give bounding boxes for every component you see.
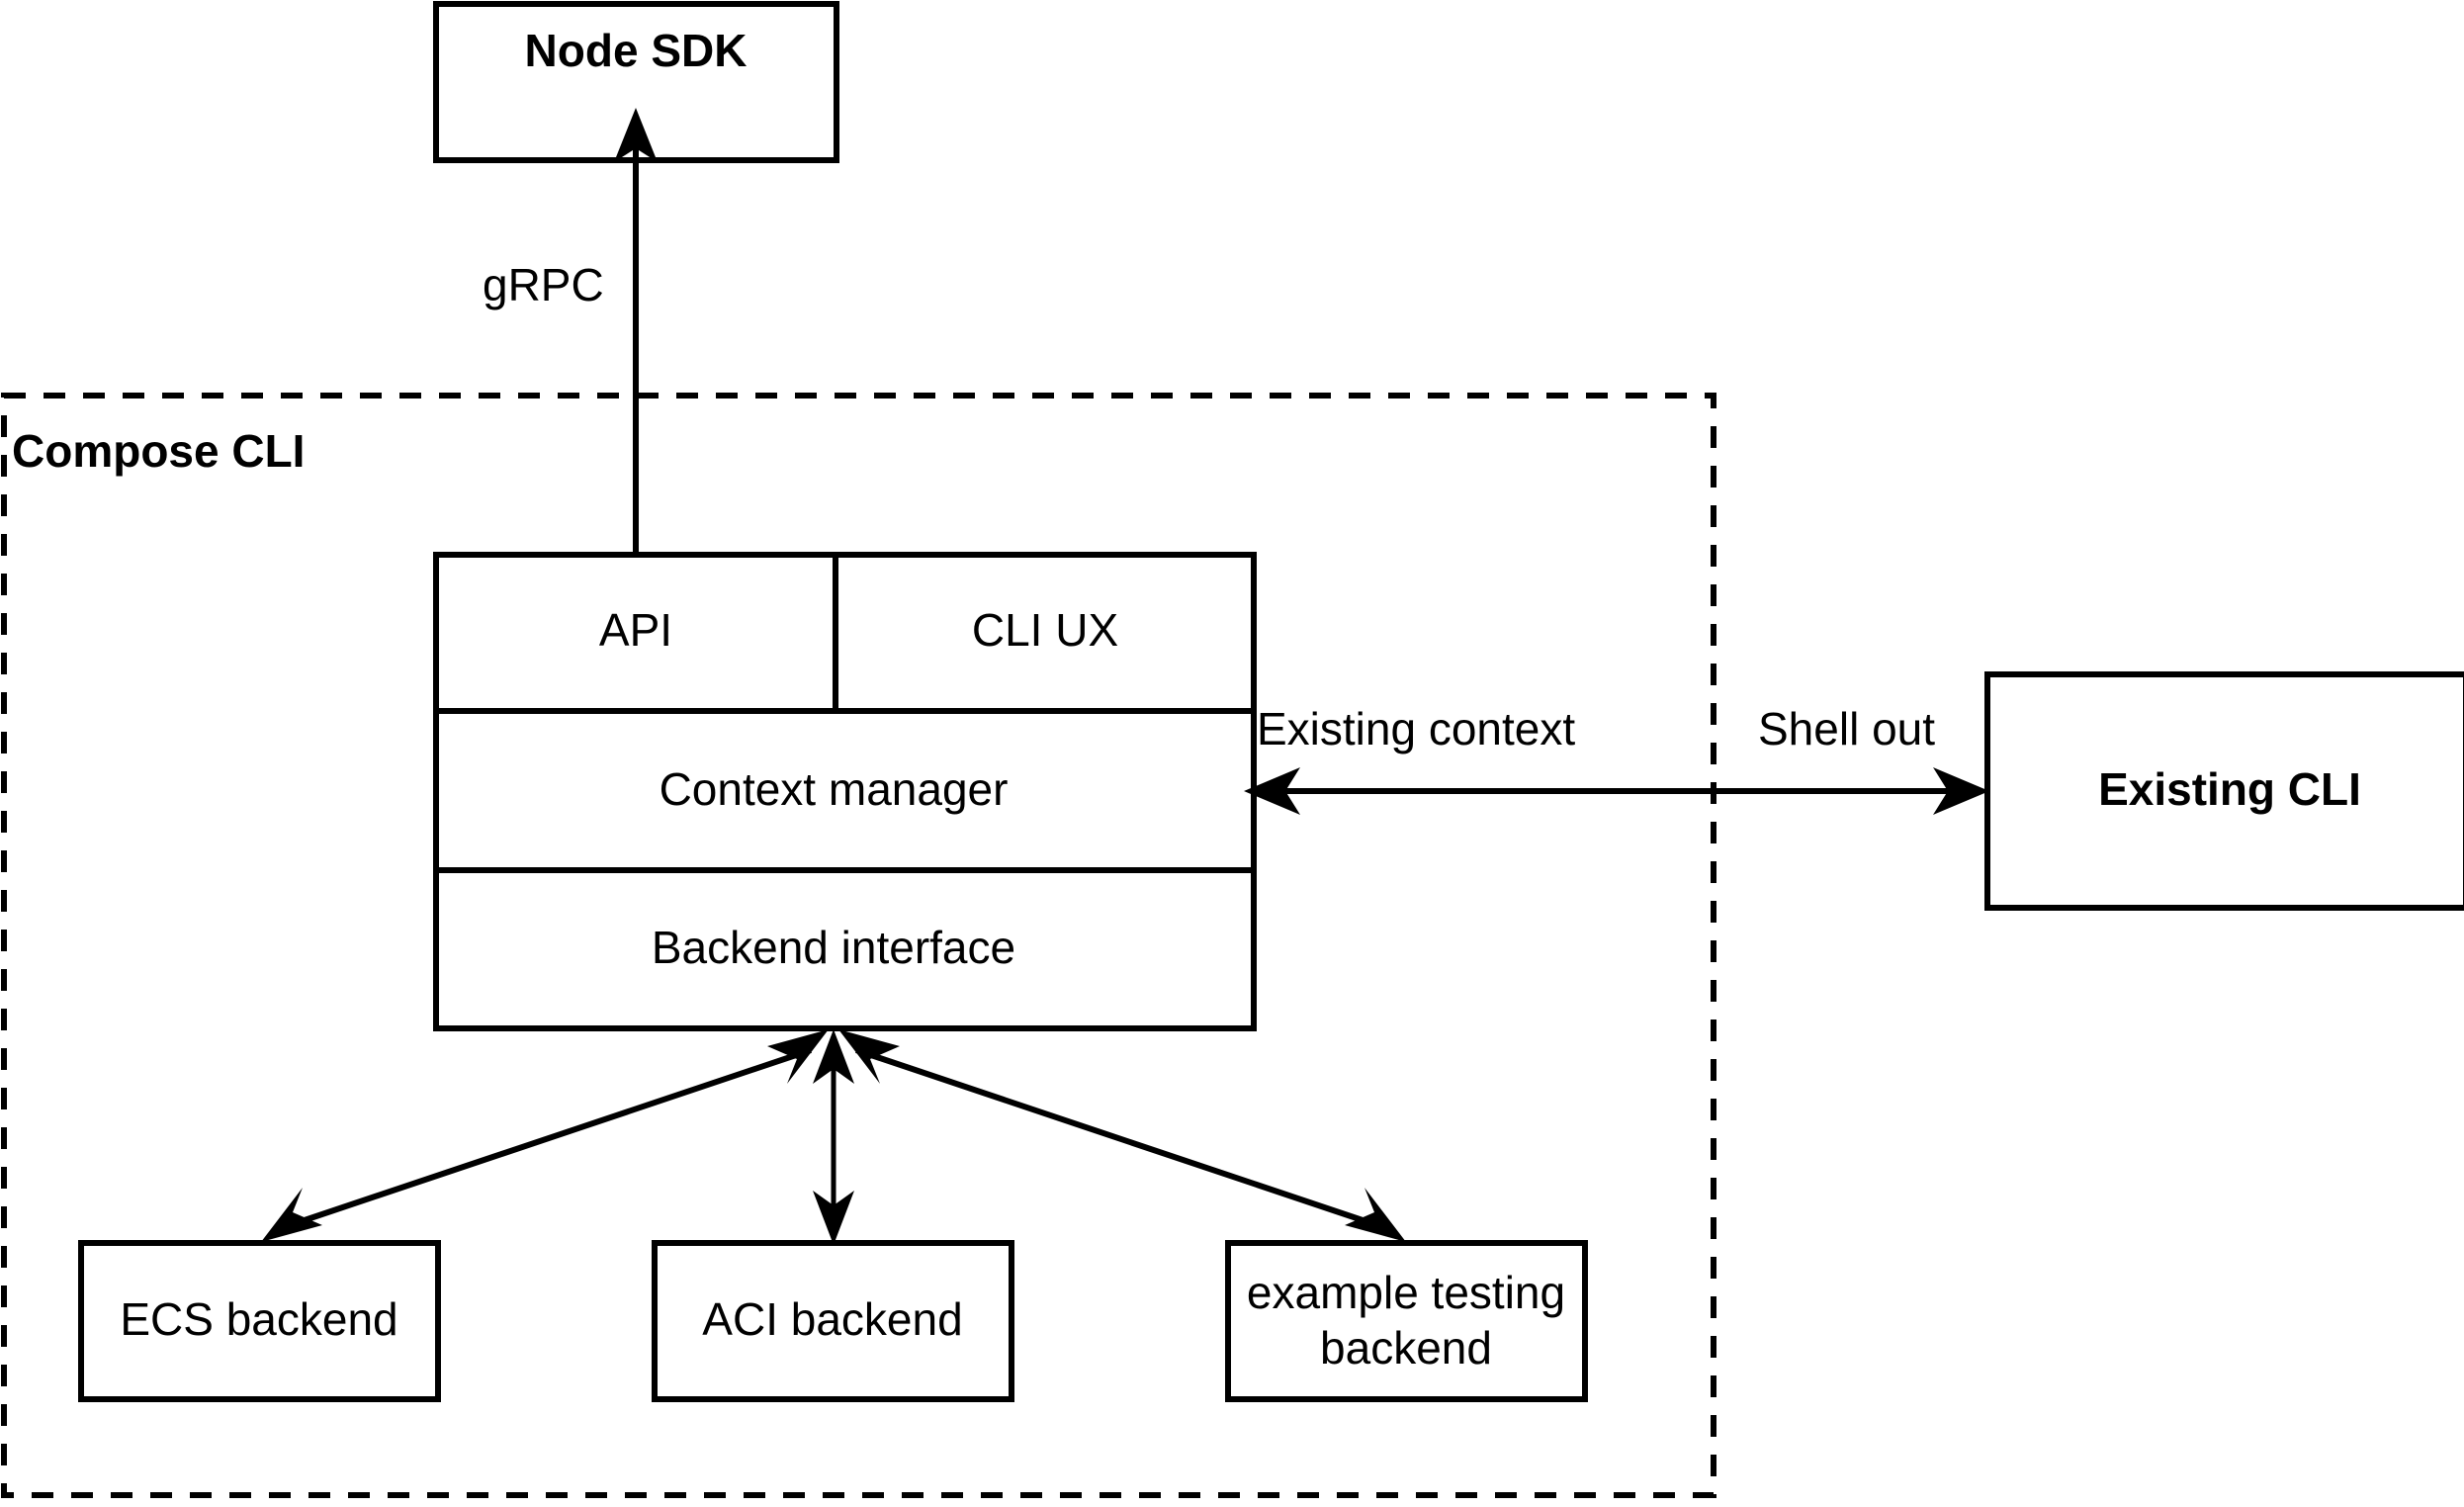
aci-arrowhead-bottom	[813, 1191, 854, 1245]
ecs-arrowhead-bottom	[261, 1188, 322, 1242]
node-sdk-label: Node SDK	[525, 25, 748, 76]
aci-arrowhead-top	[813, 1029, 854, 1084]
existing-context-edge-label: Existing context	[1257, 703, 1575, 754]
shell-out-edge-label: Shell out	[1758, 703, 1935, 754]
ecs-arrowhead-top	[767, 1029, 829, 1084]
existing-cli-box	[1984, 671, 2464, 911]
example-testing-connector-line	[855, 1047, 1381, 1229]
example-testing-arrowhead-top	[838, 1029, 900, 1084]
example-testing-backend-box	[1225, 1240, 1588, 1402]
existing-context-arrowhead-left	[1244, 767, 1300, 815]
context-manager-label: Context manager	[660, 763, 1009, 815]
shell-out-arrowhead-right	[1933, 767, 1989, 815]
ecs-connector-line	[286, 1047, 812, 1229]
aci-backend-box	[652, 1240, 1014, 1402]
ecs-backend-label: ECS backend	[120, 1293, 397, 1345]
example-testing-arrowhead-bottom	[1345, 1188, 1406, 1242]
aci-backend-label: ACI backend	[702, 1293, 962, 1345]
backend-interface-label: Backend interface	[652, 922, 1015, 973]
api-label: API	[599, 604, 672, 656]
compose-cli-stack-box	[433, 552, 1257, 1031]
grpc-edge-label: gRPC	[483, 259, 604, 310]
example-testing-backend-label-line2: backend	[1320, 1322, 1492, 1374]
existing-cli-label: Existing CLI	[2098, 763, 2361, 815]
compose-cli-group-label: Compose CLI	[12, 425, 305, 477]
ecs-backend-box	[78, 1240, 441, 1402]
example-testing-backend-label-line1: example testing	[1247, 1267, 1565, 1318]
cli-ux-label: CLI UX	[972, 604, 1118, 656]
grpc-arrowhead-up	[614, 108, 658, 162]
compose-cli-group-border	[1, 393, 1716, 1498]
